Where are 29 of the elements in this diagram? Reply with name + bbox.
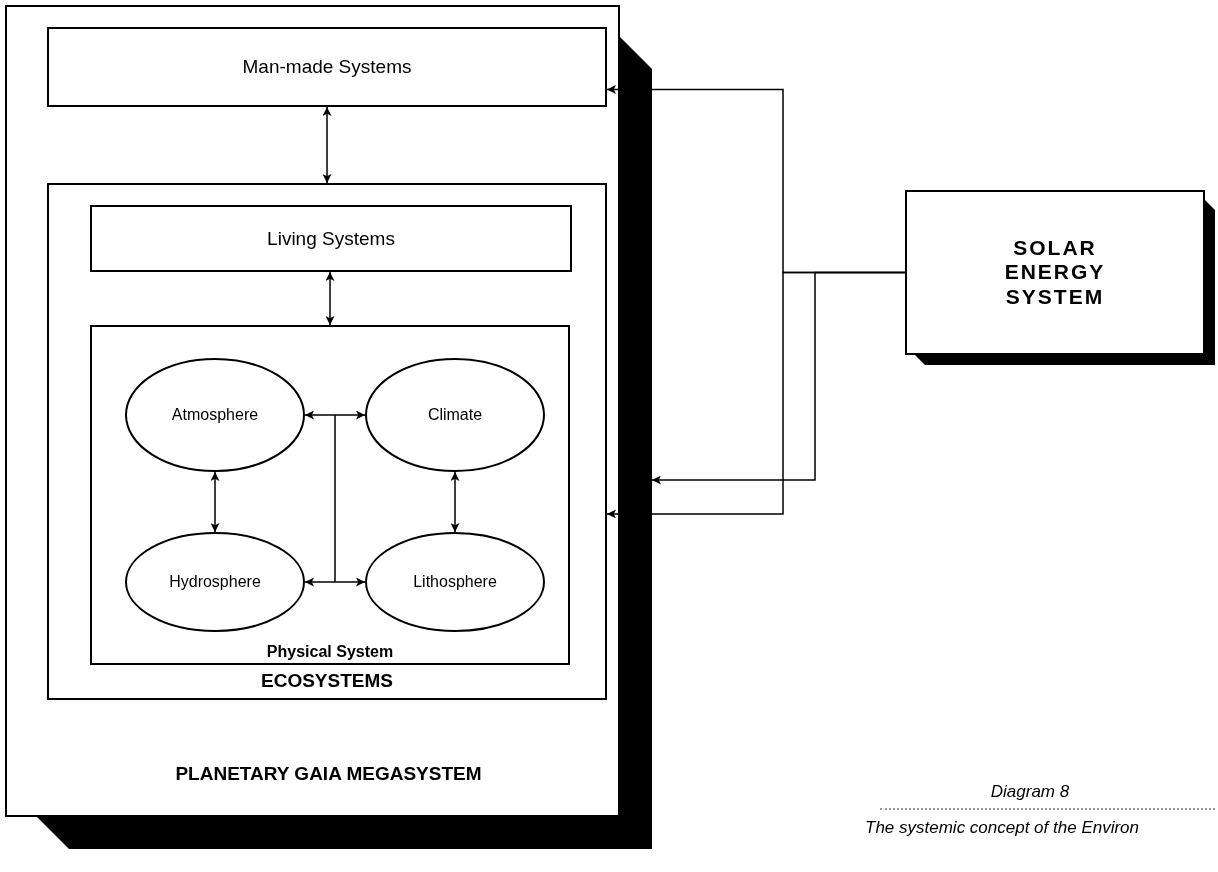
system-box (5, 5, 652, 849)
arrow (325, 271, 335, 326)
arrow (304, 577, 366, 587)
arrow (450, 471, 460, 533)
ellipse-node (125, 358, 305, 472)
process-box (90, 205, 572, 272)
node-label: Climate (427, 406, 483, 424)
arrow (322, 106, 332, 184)
arrow (304, 410, 366, 420)
ellipse-node (125, 532, 305, 632)
group-box (47, 183, 607, 700)
arrow (210, 471, 220, 533)
group-title: ECOSYSTEMS (261, 670, 393, 692)
process-box (905, 190, 1215, 365)
group-box (90, 325, 570, 665)
group-title: Physical System (266, 643, 394, 661)
group-title: PLANETARY GAIA MEGASYSTEM (175, 763, 482, 785)
ellipse-node (365, 358, 545, 472)
arrow (606, 271, 906, 519)
node-label: Man-made Systems (242, 56, 412, 78)
caption-text: The systemic concept of the Environ (865, 818, 1140, 838)
node-label: SOLAR ENERGY SYSTEM (1003, 236, 1107, 309)
ellipse-node (365, 532, 545, 632)
node-label: Living Systems (267, 227, 395, 250)
diagram-number: Diagram 8 (989, 782, 1071, 802)
node-label: Lithosphere (413, 573, 497, 591)
process-box (47, 27, 607, 107)
node-label: Atmosphere (171, 406, 259, 424)
node-label: Hydrosphere (169, 573, 261, 591)
